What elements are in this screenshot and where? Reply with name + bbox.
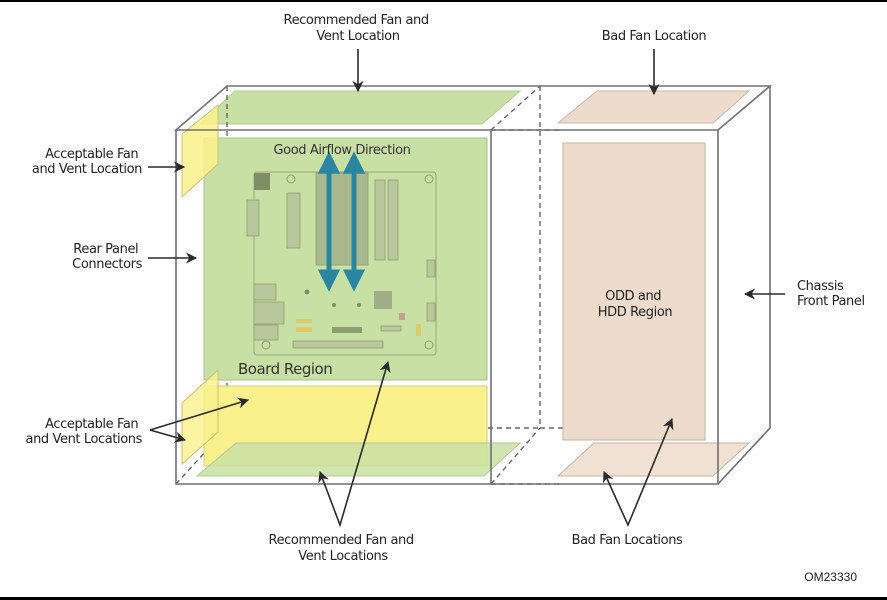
label-recommended-top: Recommended Fan and Vent Location [284, 13, 433, 44]
label-acceptable-rear-bottom: Acceptable Fan and Vent Locations [26, 417, 143, 447]
label-bad-bottom: Bad Fan Locations [572, 533, 683, 548]
bad-bottom-fan-region [556, 442, 751, 477]
heatsink [315, 172, 369, 266]
motherboard [246, 171, 437, 356]
label-acceptable-rear-top: Acceptable Fan and Vent Location [32, 147, 142, 177]
acceptable-rear-top-vent [181, 103, 219, 199]
acceptable-rear-bottom-vent [181, 368, 219, 466]
bad-top-fan-region [556, 90, 751, 124]
bottom-border [0, 597, 887, 600]
label-recommended-bottom: Recommended Fan and Vent Locations [269, 533, 418, 564]
figure-id: OM23330 [804, 570, 857, 584]
leader-arrows [148, 49, 785, 528]
label-board-region: Board Region [238, 360, 332, 378]
label-chassis-front: Chassis Front Panel [797, 279, 865, 309]
top-border [0, 0, 887, 2]
chassis-outline [173, 85, 773, 485]
airflow-arrows [317, 151, 366, 292]
label-airflow: Good Airflow Direction [273, 143, 410, 158]
recommended-top-vent-region [198, 90, 522, 125]
io-block [254, 173, 270, 190]
label-rear-panel: Rear Panel Connectors [72, 242, 142, 272]
label-bad-top: Bad Fan Location [602, 29, 707, 44]
label-drive-region: ODD and HDD Region [598, 289, 673, 320]
